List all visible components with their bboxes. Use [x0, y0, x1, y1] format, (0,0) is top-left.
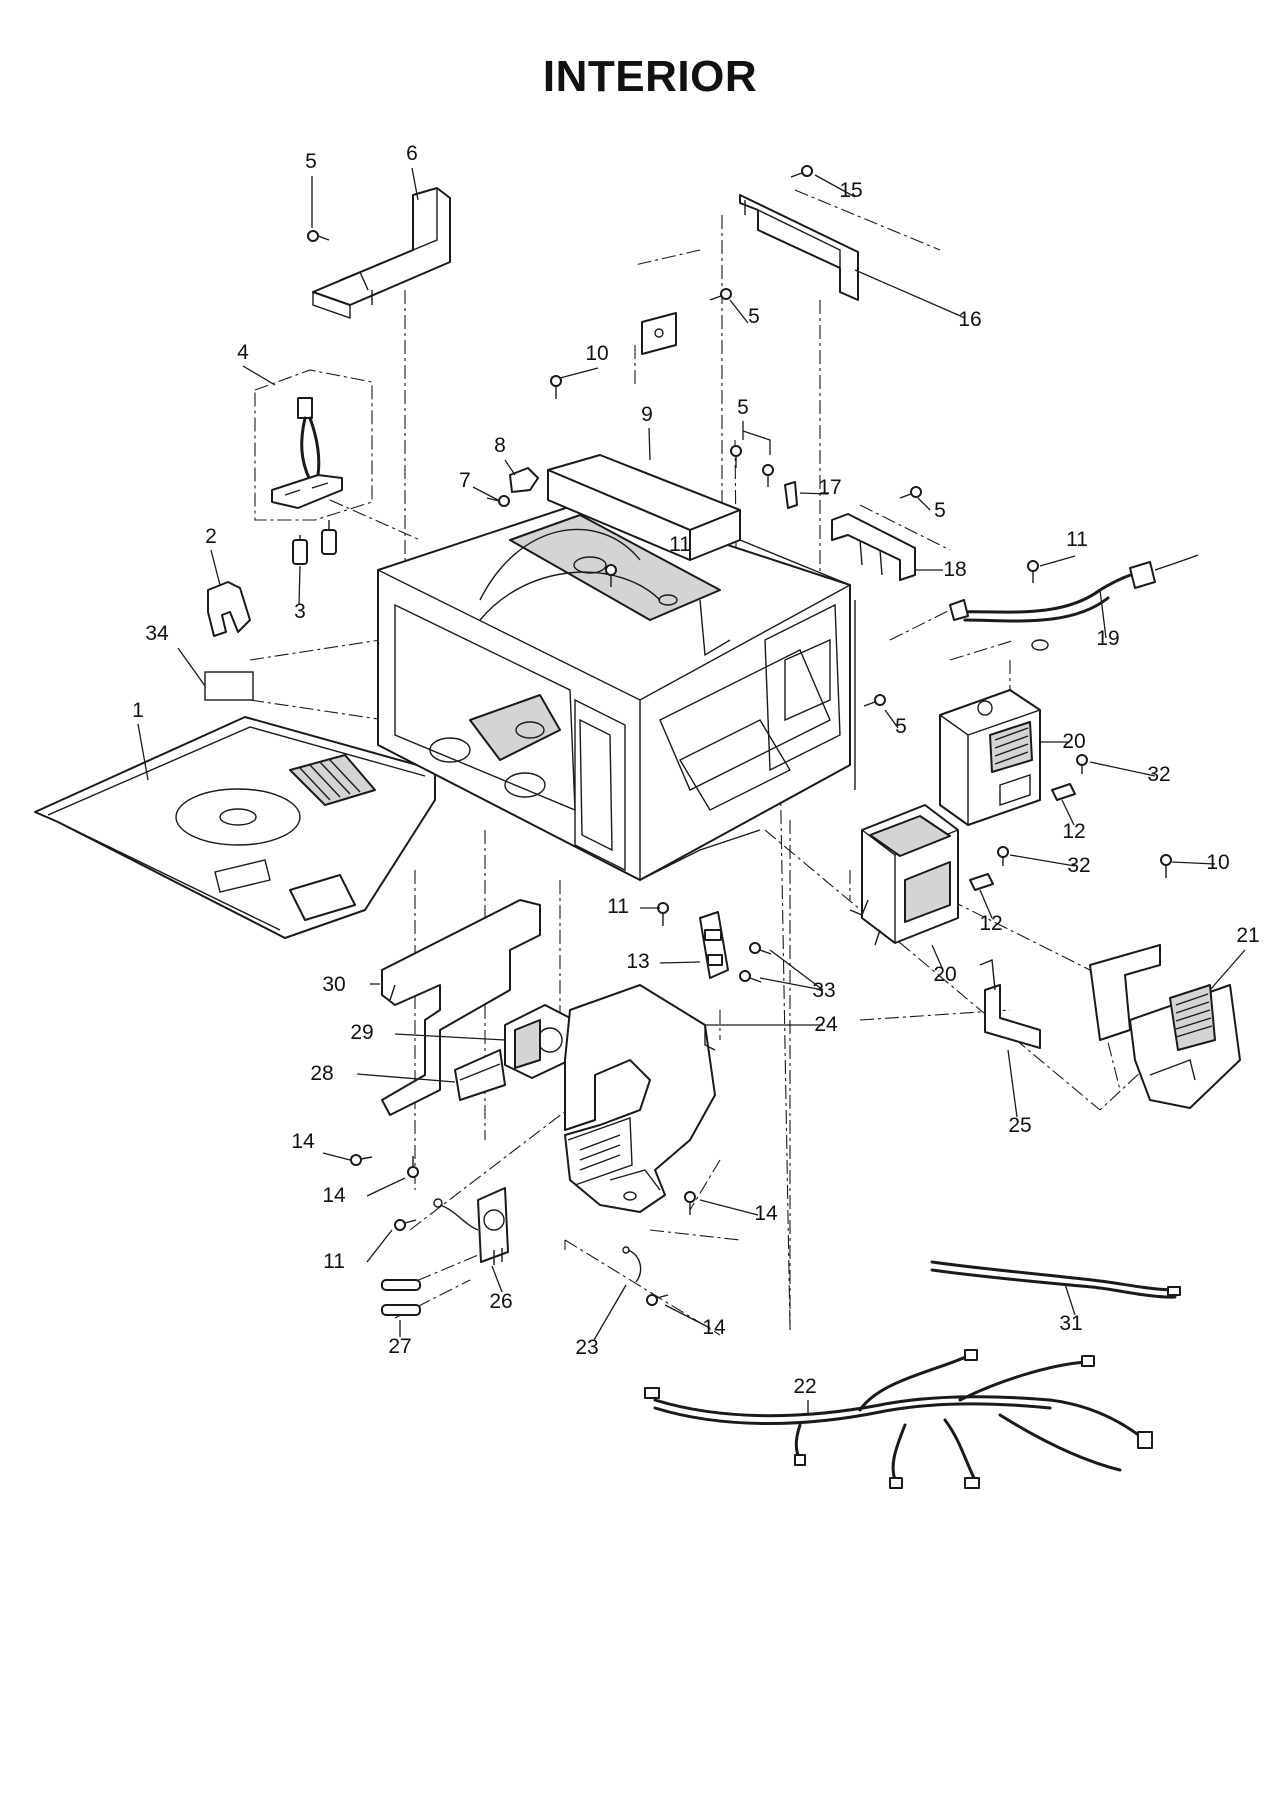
callout-c26: 26 [489, 1290, 512, 1313]
callout-c5a: 5 [305, 150, 317, 173]
callout-c25: 25 [1008, 1114, 1031, 1137]
callout-c11d: 11 [323, 1250, 345, 1273]
callout-c23: 23 [575, 1336, 598, 1359]
part-20-magnetron-upper [939, 689, 1041, 826]
part-6-top-bracket [312, 187, 451, 319]
callout-c33: 33 [812, 979, 835, 1002]
callout-c11a: 11 [669, 533, 691, 556]
callout-c14c: 14 [754, 1202, 778, 1225]
part-16-rear-bracket [739, 194, 859, 301]
part-2-spacer [207, 581, 251, 637]
callout-c22: 22 [793, 1375, 816, 1398]
part-34-label [204, 671, 254, 701]
callout-c10a: 10 [585, 342, 608, 365]
callout-c5b: 5 [748, 305, 760, 328]
part-28-fan-guard [454, 1049, 506, 1101]
callout-c21: 21 [1236, 924, 1259, 947]
callout-c4: 4 [237, 341, 249, 364]
callout-c31: 31 [1059, 1312, 1082, 1335]
callout-c8: 8 [494, 434, 506, 457]
callout-c11b: 11 [1066, 528, 1088, 551]
callout-c5d: 5 [934, 499, 946, 522]
callout-c12b: 12 [979, 912, 1002, 935]
part-20-transformer-lower [849, 804, 959, 946]
callout-c17: 17 [818, 476, 841, 499]
screws [307, 165, 1172, 1306]
callout-c5e: 5 [895, 715, 907, 738]
part-29-fan-motor [504, 1004, 571, 1079]
callout-c6: 6 [406, 142, 418, 165]
callout-c5c: 5 [737, 396, 749, 419]
part-1-base-plate [34, 716, 436, 939]
callout-c9: 9 [641, 403, 653, 426]
callout-c14b: 14 [322, 1184, 346, 1207]
part-3-fuse-holders [292, 520, 337, 565]
callout-c28: 28 [310, 1062, 333, 1085]
callout-c34: 34 [145, 622, 169, 645]
callout-c15: 15 [839, 179, 862, 202]
part-19-power-cord [949, 554, 1199, 651]
callout-c20a: 20 [1062, 730, 1085, 753]
part-30-duct-bracket [381, 899, 541, 1116]
part-26-fuse-board [433, 1187, 509, 1265]
callout-c27: 27 [388, 1335, 411, 1358]
callout-c14a: 14 [291, 1130, 315, 1153]
part-13-switch-block [699, 911, 729, 979]
callout-c32b: 32 [1067, 854, 1090, 877]
callout-c12a: 12 [1062, 820, 1085, 843]
callout-c7: 7 [459, 469, 471, 492]
callout-c32a: 32 [1147, 763, 1170, 786]
main-oven-cavity [377, 454, 856, 881]
callout-c30: 30 [322, 973, 345, 996]
callout-leader-lines [137, 167, 1246, 1415]
callout-c16: 16 [958, 308, 981, 331]
part-8-thermostat [509, 467, 539, 493]
part-25-bracket [979, 958, 1041, 1049]
callout-c2: 2 [205, 525, 217, 548]
part-31-wire [930, 1260, 1181, 1299]
part-24-air-duct [564, 984, 716, 1213]
part-12-thermal-cutouts [969, 783, 1076, 891]
part-21-fan-motor [1089, 944, 1241, 1109]
callout-c20b: 20 [933, 963, 956, 986]
callout-c11c: 11 [607, 895, 629, 918]
part-27-fuses [381, 1279, 421, 1316]
page-title: INTERIOR [542, 52, 758, 101]
part-23-wire-lead [622, 1246, 642, 1283]
callout-c10b: 10 [1206, 851, 1229, 874]
callout-c14d: 14 [702, 1316, 726, 1339]
callout-c18: 18 [943, 558, 966, 581]
callout-c1: 1 [132, 699, 144, 722]
part-18-bracket [831, 513, 916, 581]
callout-c13: 13 [626, 950, 649, 973]
part-4-switch-assembly [254, 369, 373, 521]
part-22-wire-harness [644, 1349, 1153, 1489]
part-5-plate [641, 312, 677, 355]
part-17-clip [784, 481, 798, 509]
callout-c24: 24 [814, 1013, 838, 1036]
callout-c29: 29 [350, 1021, 373, 1044]
callout-c3: 3 [294, 600, 306, 623]
assembly-guide-lines [249, 189, 1176, 1336]
callout-c19: 19 [1096, 627, 1119, 650]
